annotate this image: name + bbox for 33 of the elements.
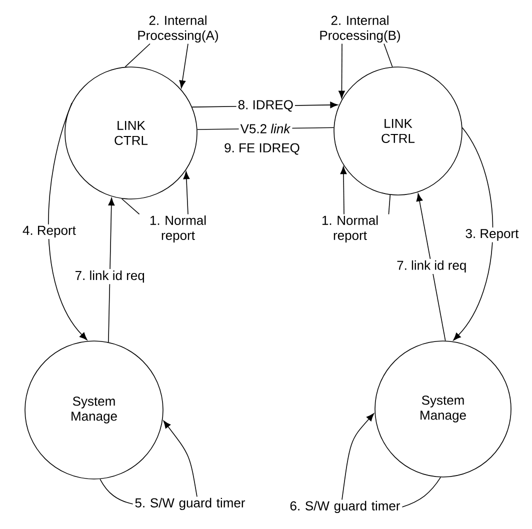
edge-label: 3. Report [464,227,520,242]
circle-node: System Manage [374,340,512,478]
circle-node: LINK CTRL [64,66,198,200]
arrow [416,193,446,342]
leader-line [124,43,150,68]
node-text: 1. Normal report [150,215,206,243]
node-text: 2. Internal Processing(A) [138,15,218,43]
leader-line [384,43,393,68]
circle-node: LINK CTRL [334,66,462,196]
node-text: 2. Internal Processing(B) [320,15,400,43]
arrow [338,43,345,99]
edge-label: 8. IDREQ [236,98,295,114]
arrow [179,43,188,88]
edge-label: V5.2 link [238,122,292,135]
edge-label: 4. Report [21,224,78,240]
edge-label: 7. link id req [395,258,468,274]
arrow [342,413,374,500]
node-text: 1. Normal report [322,215,378,243]
arrow [453,127,494,341]
leader-line [121,198,140,215]
signal-label: 9. FE IDREQ [224,143,300,155]
arrow [183,171,190,215]
edge-label: 7. link id req [73,269,146,284]
arrow [340,166,347,215]
node-text: 6. S/W guard timer [290,500,400,514]
arrow [108,198,115,342]
leader-line [100,478,134,504]
arrow [48,102,88,340]
leader-line [402,476,442,508]
leader-line [388,194,391,215]
circle-node: System Manage [24,340,164,480]
node-text: 5. S/W guard timer [135,498,246,510]
arrow [163,420,198,498]
